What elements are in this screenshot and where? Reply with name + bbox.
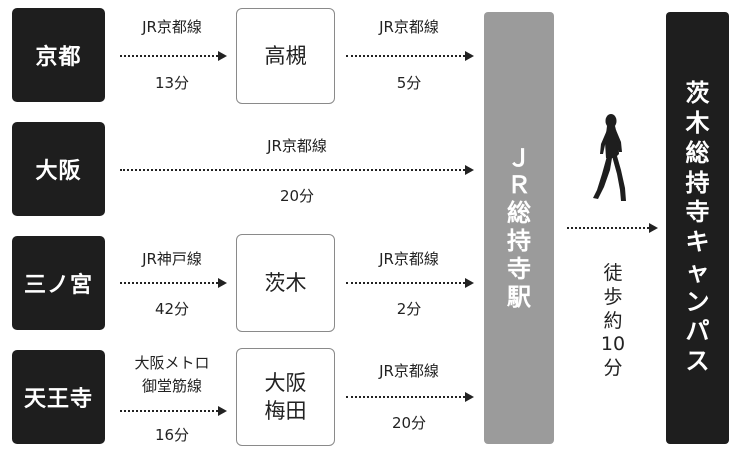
route-arrow [346,51,474,61]
station-char: 駅 [507,282,531,311]
transfer-station-takatsuki: 高槻 [236,8,335,104]
campus-char: ス [685,347,710,375]
station-char: Ｒ [507,171,531,200]
origin-kyoto: 京都 [12,8,105,102]
route-arrow [346,278,474,288]
campus-char: 総 [685,138,710,167]
line-label: JR京都線 [379,18,439,36]
walk-char: 約 [603,309,623,332]
campus-char: キ [685,228,710,256]
walk-char: 10 [600,333,626,356]
route-arrow [120,51,227,61]
time-label: 16分 [154,426,190,444]
route-arrow [346,392,474,402]
time-label: 2分 [396,300,422,318]
walk-char: 徒 [603,262,623,284]
line-label: JR京都線 [379,362,439,380]
walk-arrow [567,223,658,233]
line-label-bottom: 御堂筋線 [141,377,202,395]
route-arrow [120,278,227,288]
campus-char: 持 [685,168,710,197]
jr-sojiji-station: Ｊ Ｒ 総 持 寺 駅 [484,12,554,444]
line-label-top: 大阪メトロ [134,354,210,372]
origin-sannomiya: 三ノ宮 [12,236,105,330]
line-label: JR京都線 [379,250,439,268]
walk-char: 分 [603,357,623,379]
origin-tennoji: 天王寺 [12,350,105,444]
transfer-station-label: 梅田 [264,399,307,423]
campus-char: 寺 [685,198,710,227]
transfer-station-ibaraki: 茨木 [236,234,335,332]
campus-char: ャ [685,257,710,286]
walk-time-label: 徒 歩 約 10 分 [586,262,640,381]
time-label: 20分 [279,187,315,205]
transfer-station-osaka-umeda: 大阪 梅田 [236,348,335,446]
walk-char: 歩 [603,285,623,308]
transfer-station-label: 茨木 [264,270,307,295]
station-char: Ｊ [507,143,531,172]
time-label: 20分 [391,414,427,432]
transfer-station-label: 高槻 [264,43,307,68]
origin-label: 京都 [35,45,82,70]
origin-label: 天王寺 [23,387,93,412]
station-char: 持 [507,227,531,255]
campus-char: 木 [685,109,710,137]
campus-char: ン [685,287,710,316]
line-label: JR京都線 [142,18,202,36]
route-arrow [120,406,227,416]
time-label: 42分 [154,300,190,318]
walking-person-icon [588,112,634,206]
campus-char: 茨 [685,79,710,108]
time-label: 13分 [154,74,190,92]
station-char: 総 [507,199,531,228]
route-arrow [120,165,474,175]
time-label: 5分 [396,74,422,92]
origin-osaka: 大阪 [12,122,105,216]
ibaraki-sojiji-campus: 茨 木 総 持 寺 キ ャ ン パ ス [666,12,729,444]
origin-label: 大阪 [35,159,82,184]
line-label: JR京都線 [267,137,327,155]
transfer-station-label: 大阪 [264,370,307,395]
origin-label: 三ノ宮 [23,273,93,298]
campus-char: パ [685,317,710,346]
line-label: JR神戸線 [142,250,202,268]
station-char: 寺 [507,254,531,283]
